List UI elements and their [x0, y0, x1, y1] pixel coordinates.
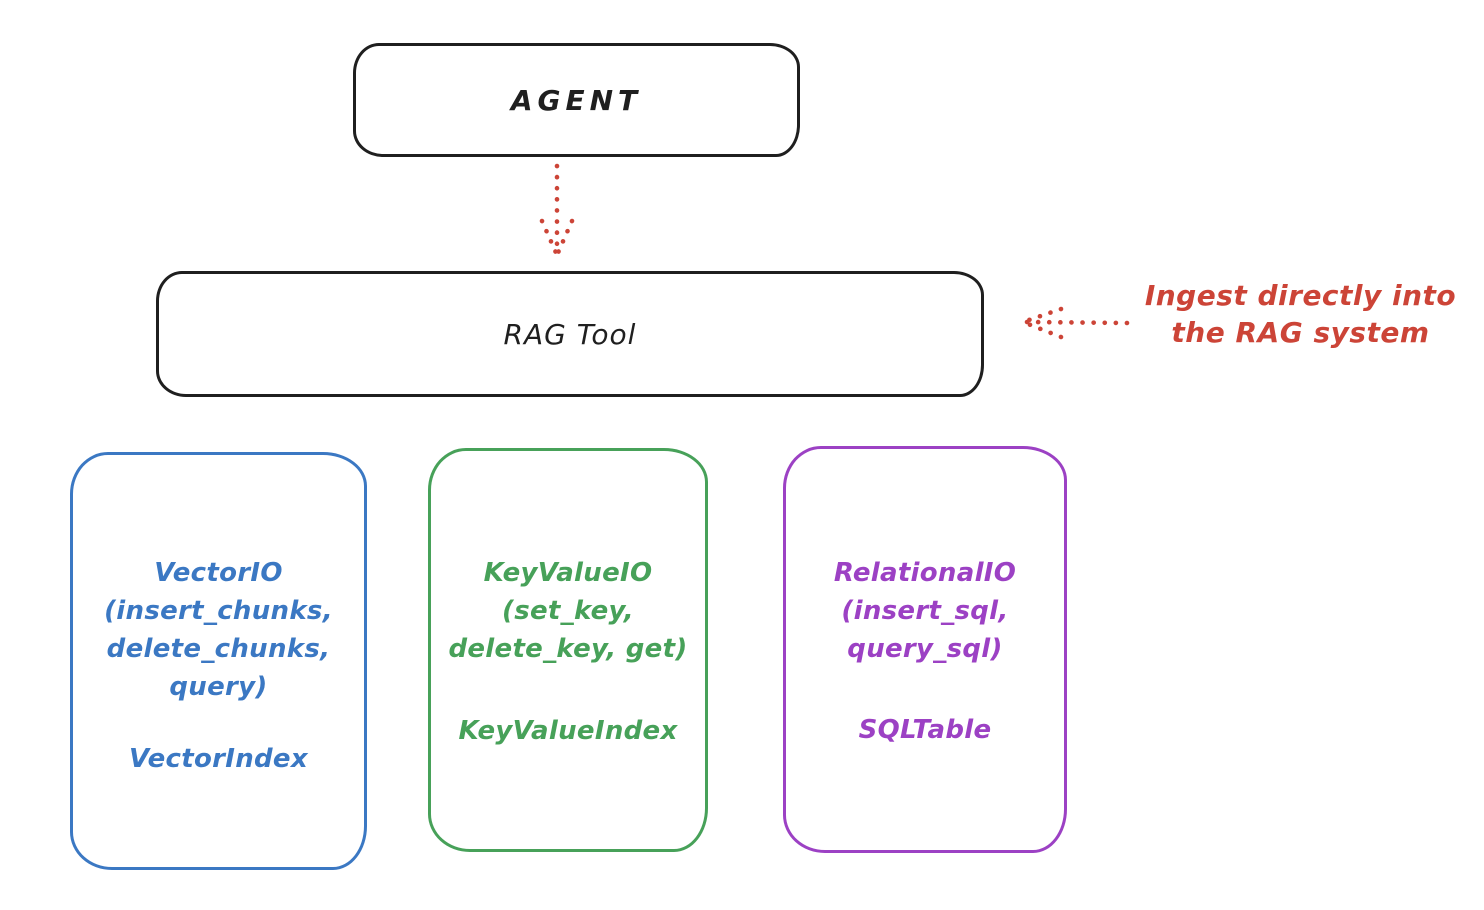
keyvalue-io-method-line: (set_key, — [502, 596, 634, 626]
dotted-arrow-left-icon — [1020, 306, 1130, 340]
relational-io-method-line: (insert_sql, — [841, 596, 1009, 626]
keyvalue-io-method-line: delete_key, get) — [448, 634, 688, 664]
vector-io-box: VectorIO (insert_chunks, delete_chunks, … — [70, 452, 367, 870]
agent-label: AGENT — [510, 83, 643, 117]
vector-index-label: VectorIndex — [129, 744, 308, 774]
rag-tool-label: RAG Tool — [503, 317, 637, 351]
keyvalue-index-label: KeyValueIndex — [458, 716, 678, 746]
agent-box: AGENT — [353, 43, 800, 157]
vector-io-method-line: (insert_chunks, — [104, 596, 333, 626]
sql-table-label: SQLTable — [858, 715, 992, 745]
dotted-arrow-down-icon — [539, 163, 575, 258]
ingest-annotation: Ingest directly into the RAG system — [1128, 277, 1473, 351]
relational-io-box: RelationalIO (insert_sql, query_sql) SQL… — [783, 446, 1067, 853]
ingest-annotation-line2: the RAG system — [1171, 316, 1430, 349]
ingest-annotation-line1: Ingest directly into — [1144, 279, 1457, 312]
keyvalue-io-title: KeyValueIO — [483, 558, 653, 588]
relational-io-method-line: query_sql) — [847, 634, 1003, 664]
vector-io-method-line: delete_chunks, — [106, 634, 331, 664]
vector-io-title: VectorIO — [154, 558, 283, 588]
rag-tool-box: RAG Tool — [156, 271, 984, 397]
relational-io-title: RelationalIO — [833, 558, 1017, 588]
vector-io-method-line: query) — [169, 672, 268, 702]
keyvalue-io-box: KeyValueIO (set_key, delete_key, get) Ke… — [428, 448, 708, 852]
